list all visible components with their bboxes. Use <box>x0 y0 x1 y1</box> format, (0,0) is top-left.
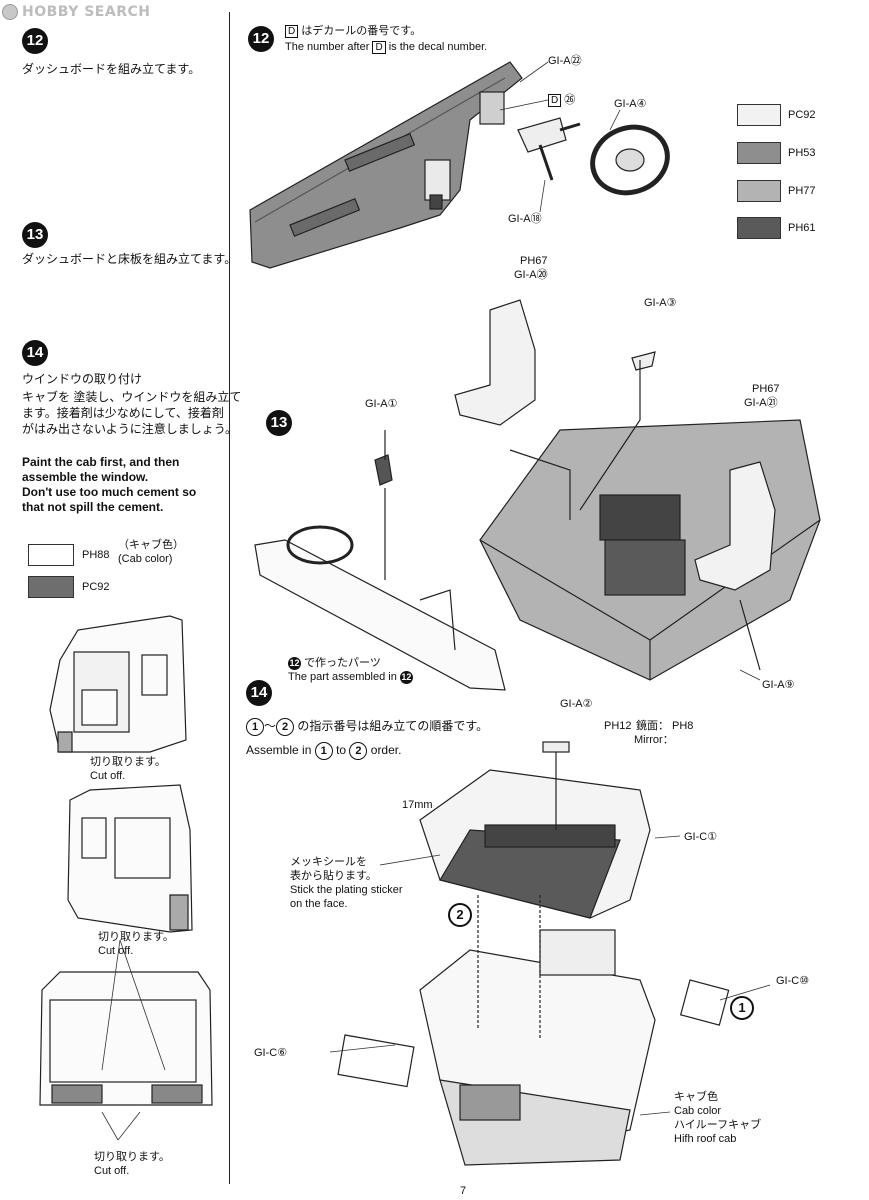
right-step-12-badge: 12 <box>248 26 274 52</box>
legend-code-ph88: PH88 <box>82 549 110 561</box>
step-14-en-line3: Don't use too much cement so <box>22 485 197 499</box>
step-14-jp-line2: ます。接着剤は少なめにして、接着剤 <box>22 406 224 420</box>
legend-swatch-cab-color <box>28 544 74 566</box>
step-14-jp-line1: キャブを 塗装し、ウインドウを組み立て <box>22 390 242 404</box>
color-swatch-ph61 <box>737 217 781 239</box>
label-gia2: GI-A② <box>560 698 593 710</box>
order-2-circle: 2 <box>276 718 295 736</box>
watermark-text: HOBBY SEARCH <box>22 4 151 20</box>
sticker-jp-1: メッキシールを <box>290 856 367 868</box>
color-code-ph77: PH77 <box>788 185 816 197</box>
order-1-circle: 1 <box>246 718 264 736</box>
step-13-badge: 13 <box>22 222 48 248</box>
made-in-12-en: The part assembled in <box>288 671 397 683</box>
order-tilde: ～ <box>264 719 277 733</box>
ref-step12-badge-b: 12 <box>399 670 413 684</box>
step-14-en-line2: assemble the window. <box>22 470 149 484</box>
page-number: 7 <box>460 1185 467 1197</box>
cab-rear-quarter-view <box>67 784 193 933</box>
right-step-14-badge: 14 <box>246 680 272 706</box>
order-en-1-circle: 1 <box>314 742 333 760</box>
decal-note-en-a: The number after <box>285 41 370 53</box>
color-code-ph61: PH61 <box>788 222 816 234</box>
label-ph8: PH8 <box>672 720 694 732</box>
label-ph67a: PH67 <box>520 255 548 267</box>
decal-letter-box: D <box>285 25 299 38</box>
watermark-logo-icon <box>2 4 18 20</box>
label-mirror-en: Mirror： <box>634 734 674 746</box>
step-14-en-line4: that not spill the cement. <box>22 500 164 514</box>
label-gia22: GI-A㉒ <box>548 55 582 67</box>
leader-lines <box>101 61 771 1141</box>
label-gic6: GI-C⑥ <box>254 1047 288 1059</box>
cutoff-3-jp: 切り取ります。 <box>94 1151 170 1163</box>
label-gia18: GI-A⑱ <box>508 213 542 225</box>
order-note-jp: の指示番号は組み立ての順番です。 <box>297 719 489 733</box>
sticker-jp-2: 表から貼ります。 <box>290 870 377 882</box>
sticker-en-1: Stick the plating sticker <box>290 884 403 896</box>
order-en-2-circle: 2 <box>349 742 368 760</box>
decal-note-jp: はデカールの番号です。 <box>301 25 422 37</box>
color-code-ph53: PH53 <box>788 147 816 159</box>
dashboard-illustration <box>249 61 670 269</box>
label-gia1: GI-A① <box>365 398 398 410</box>
step-13-text: ダッシュボードと床板を組み立てます。 <box>22 252 237 266</box>
label-gia9: GI-A⑨ <box>762 679 795 691</box>
legend-swatch-pc92 <box>28 576 74 598</box>
decal-letter-box-en: D <box>372 41 386 54</box>
label-gic1: GI-C① <box>684 831 718 843</box>
order-note-en-b: to <box>336 743 347 757</box>
cab-color-en: Cab color <box>674 1105 722 1117</box>
color-swatch-ph77 <box>737 180 781 202</box>
made-in-12-jp: で作ったパーツ <box>304 657 381 669</box>
cab-side-view <box>49 615 187 753</box>
ref-step12-badge-a: 12 <box>288 656 301 670</box>
step-14-badge: 14 <box>22 340 48 366</box>
label-gia4: GI-A④ <box>614 98 647 110</box>
legend-jp-cab-color: （キャブ色） <box>118 539 184 551</box>
order-2-marker: 2 <box>448 903 472 927</box>
cab-color-jp: キャブ色 <box>674 1091 718 1103</box>
order-note-en-a: Assemble in <box>246 743 312 757</box>
order-1-marker: 1 <box>730 996 754 1020</box>
label-gia3: GI-A③ <box>644 297 677 309</box>
color-swatch-pc92 <box>737 104 781 126</box>
label-d-box: D <box>548 94 562 107</box>
legend-en-cab-color: (Cab color) <box>118 553 173 565</box>
label-ph67b: PH67 <box>752 383 780 395</box>
color-code-pc92: PC92 <box>788 109 816 121</box>
cutoff-2-jp: 切り取ります。 <box>98 931 174 943</box>
legend-code-pc92: PC92 <box>82 581 110 593</box>
high-roof-jp: ハイルーフキャブ <box>674 1119 762 1131</box>
right-step-13-badge: 13 <box>266 410 292 436</box>
cutoff-1-jp: 切り取ります。 <box>90 756 166 768</box>
cutoff-1-en: Cut off. <box>90 770 126 782</box>
step-14-en-line1: Paint the cab first, and then <box>22 455 180 469</box>
cab-floor-illustration <box>254 299 821 691</box>
label-gic10: GI-C⑩ <box>776 975 810 987</box>
label-ph12: PH12 <box>604 720 632 732</box>
label-mirror-jp: 鏡面： <box>636 720 669 732</box>
high-roof-en: Hifh roof cab <box>674 1133 737 1145</box>
step-14-title: ウインドウの取り付け <box>22 372 143 386</box>
label-17mm: 17mm <box>402 799 433 811</box>
step-14-jp-line3: がはみ出さないように注意しましょう。 <box>22 422 238 436</box>
label-gia20: GI-A⑳ <box>514 269 548 281</box>
sticker-en-2: on the face. <box>290 898 348 910</box>
window-illustration <box>337 741 730 1166</box>
cab-front-view <box>39 971 213 1106</box>
cutoff-2-en: Cut off. <box>98 945 134 957</box>
label-d26: ㉖ <box>564 94 576 106</box>
cutoff-3-en: Cut off. <box>94 1165 130 1177</box>
column-divider <box>229 12 230 1184</box>
decal-note-en-b: is the decal number. <box>388 41 488 53</box>
color-swatch-ph53 <box>737 142 781 164</box>
watermark-logo: HOBBY SEARCH <box>2 4 150 20</box>
step-12-badge: 12 <box>22 28 48 54</box>
order-note-en-c: order. <box>370 743 402 757</box>
step-12-text: ダッシュボードを組み立てます。 <box>22 62 201 76</box>
label-gia21: GI-A㉑ <box>744 397 778 409</box>
